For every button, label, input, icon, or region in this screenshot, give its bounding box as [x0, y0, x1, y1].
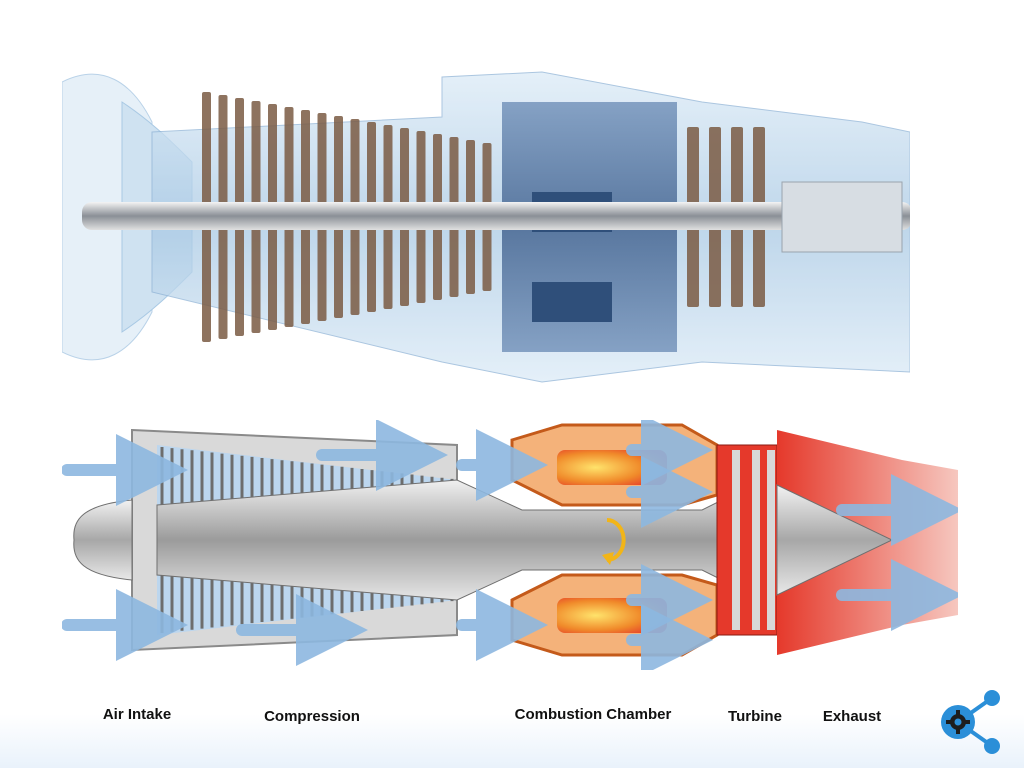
label-compression: Compression	[264, 708, 360, 725]
main-shaft	[82, 202, 910, 230]
label-air-intake: Air Intake	[102, 706, 172, 723]
exhaust-section	[776, 430, 958, 655]
label-combustion-chamber: Combustion Chamber	[514, 706, 672, 723]
combustion-chamber-upper	[510, 423, 719, 507]
turbine-cutaway-image	[62, 71, 910, 383]
turbine-schematic	[62, 420, 958, 670]
turbine-section	[716, 444, 778, 636]
gear-icon	[946, 710, 970, 734]
label-turbine: Turbine	[728, 708, 782, 725]
label-exhaust: Exhaust	[822, 708, 882, 725]
rotation-indicator-icon	[602, 518, 626, 565]
share-icon[interactable]	[936, 686, 1006, 756]
exhaust-shaft-housing	[781, 181, 903, 253]
airflow-arrows	[62, 420, 958, 670]
nose-cone	[73, 499, 133, 581]
combustion-chamber-lower	[510, 573, 719, 657]
